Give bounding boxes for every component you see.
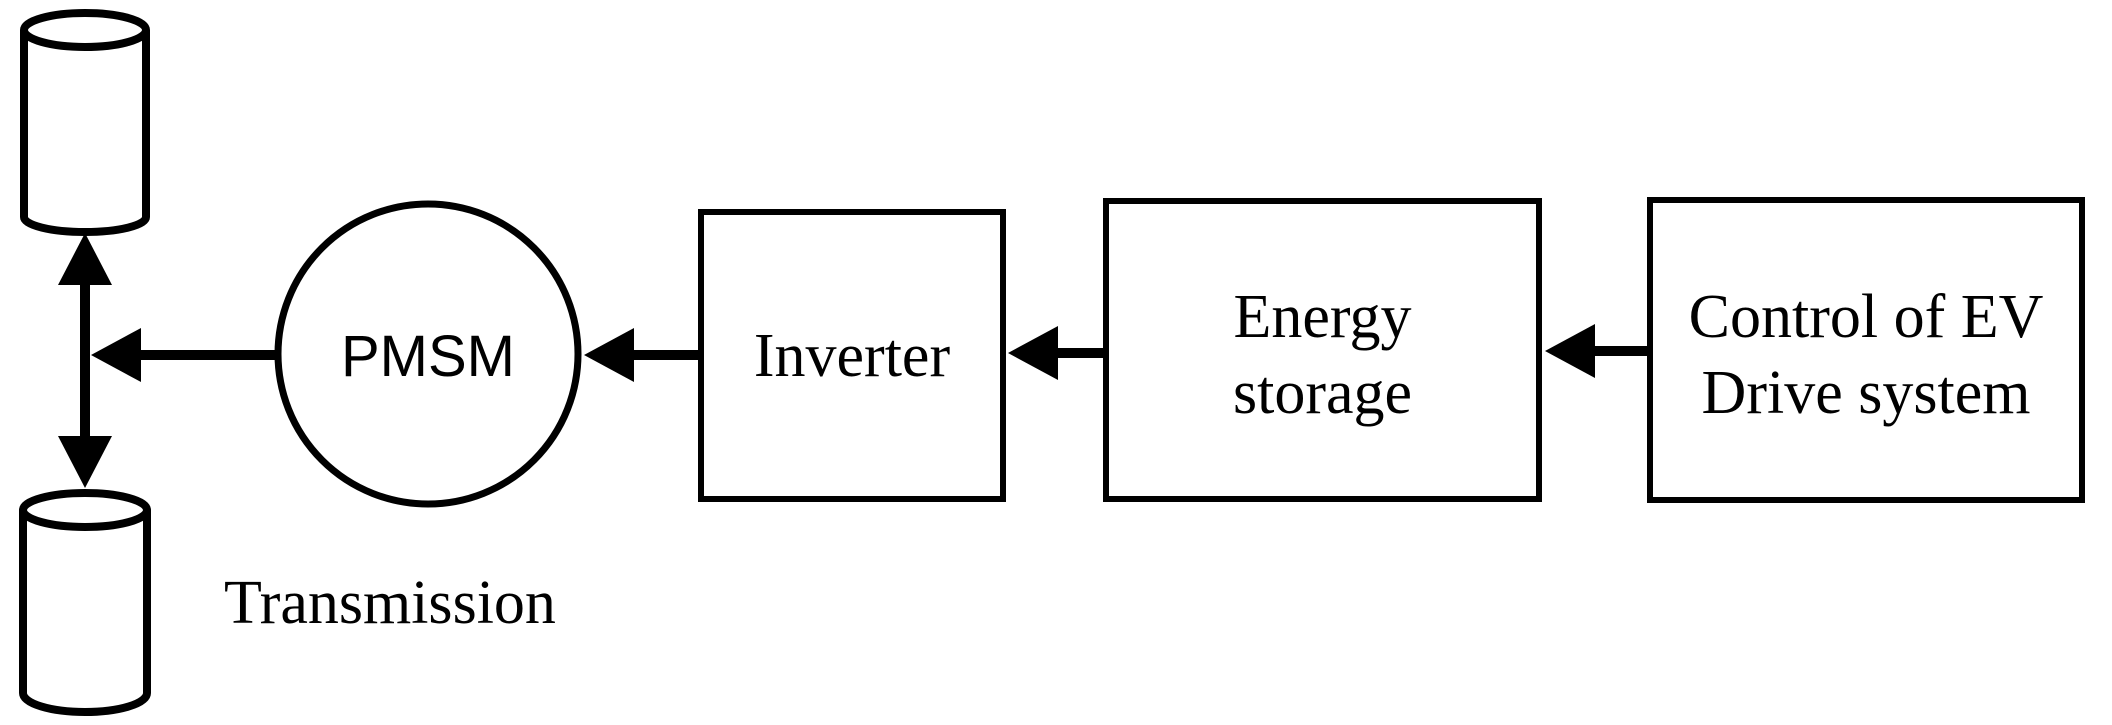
top-wheel-cylinder-icon [20, 9, 150, 236]
shaft-double-arrow [58, 233, 112, 488]
control-label-line1: Control of EV [1688, 283, 2044, 351]
motor-to-transmission-arrow [91, 328, 277, 382]
inverter-box: Inverter [698, 209, 1006, 502]
inverter-to-motor-arrow [584, 328, 700, 382]
inverter-label: Inverter [753, 321, 951, 390]
motor-label: PMSM [341, 324, 515, 389]
control-box: Control of EV Drive system [1647, 197, 2085, 503]
bottom-wheel-cylinder-icon [19, 489, 151, 716]
motor-circle [274, 200, 582, 508]
transmission-label: Transmission [224, 569, 556, 637]
control-label-line2: Drive system [1701, 359, 2031, 427]
control-label: Control of EV Drive system [1689, 279, 2044, 431]
control-to-storage-arrow [1545, 324, 1649, 378]
energy-storage-label: Energy storage [1233, 279, 1412, 431]
energy-storage-box: Energy storage [1103, 198, 1542, 502]
energy-storage-label-line2: storage [1232, 359, 1413, 427]
motor-node: PMSM [278, 207, 578, 507]
energy-storage-label-line1: Energy [1233, 283, 1412, 351]
storage-to-inverter-arrow [1008, 326, 1105, 380]
